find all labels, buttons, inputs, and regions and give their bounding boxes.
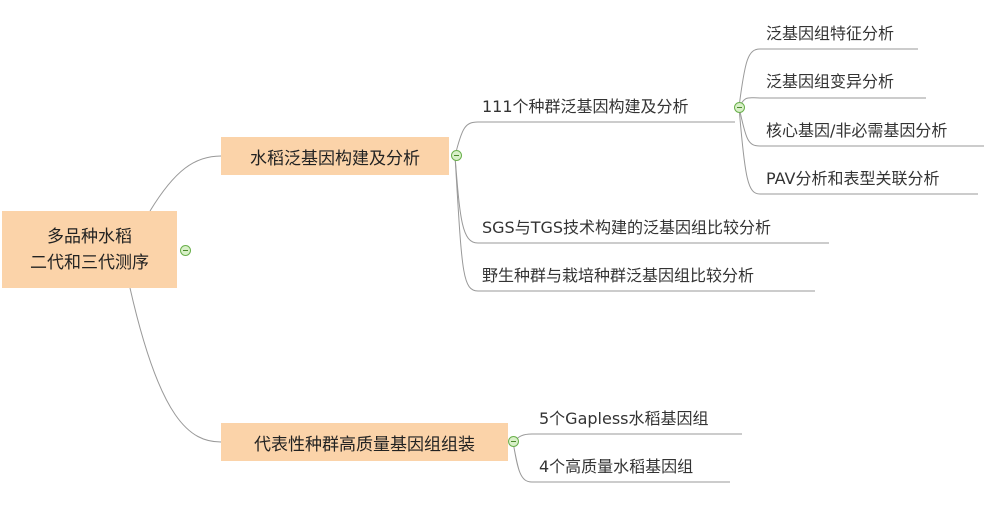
leaf-gapless-genomes[interactable]: 5个Gapless水稻基因组 [539,409,709,428]
branch-node-assembly[interactable]: 代表性种群高质量基因组组装 [221,423,508,461]
root-node[interactable]: 多品种水稻 二代和三代测序 [2,211,177,288]
subtopic-wild-vs-cultivated[interactable]: 野生种群与栽培种群泛基因组比较分析 [482,266,755,285]
connector-root-branch1 [149,155,222,212]
root-label-line1: 多品种水稻 [47,226,132,247]
connector-child1-gc3 [738,106,984,147]
leaf-core-dispensable-genes[interactable]: 核心基因/非必需基因分析 [766,121,948,140]
leaf-pav-phenotype[interactable]: PAV分析和表型关联分析 [766,169,940,188]
branch-node-pangenome[interactable]: 水稻泛基因构建及分析 [221,137,449,175]
subtopic-sgs-tgs[interactable]: SGS与TGS技术构建的泛基因组比较分析 [482,218,772,237]
connector-branch1-child3 [454,155,815,292]
connector-branch1-child1 [454,121,735,157]
leaf-pangenome-features[interactable]: 泛基因组特征分析 [766,24,895,43]
branch-label: 水稻泛基因构建及分析 [250,148,420,169]
collapse-toggle-branch2[interactable] [508,436,519,447]
connector-root-branch2 [129,287,222,443]
connector-branch2-child2 [512,441,730,483]
branch-label: 代表性种群高质量基因组组装 [254,434,475,455]
connector-branch2-child1 [512,433,742,443]
connector-child1-gc2 [738,97,926,108]
collapse-toggle-subtopic1[interactable] [734,102,745,113]
leaf-high-quality-genomes[interactable]: 4个高质量水稻基因组 [539,457,694,476]
subtopic-111-populations[interactable]: 111个种群泛基因构建及分析 [482,97,689,116]
leaf-pangenome-variation[interactable]: 泛基因组变异分析 [766,72,895,91]
connector-child1-gc1 [738,48,918,108]
collapse-toggle-root[interactable] [180,245,191,256]
collapse-toggle-branch1[interactable] [451,150,462,161]
connector-child1-gc4 [738,106,978,195]
root-label-line2: 二代和三代测序 [30,252,149,273]
